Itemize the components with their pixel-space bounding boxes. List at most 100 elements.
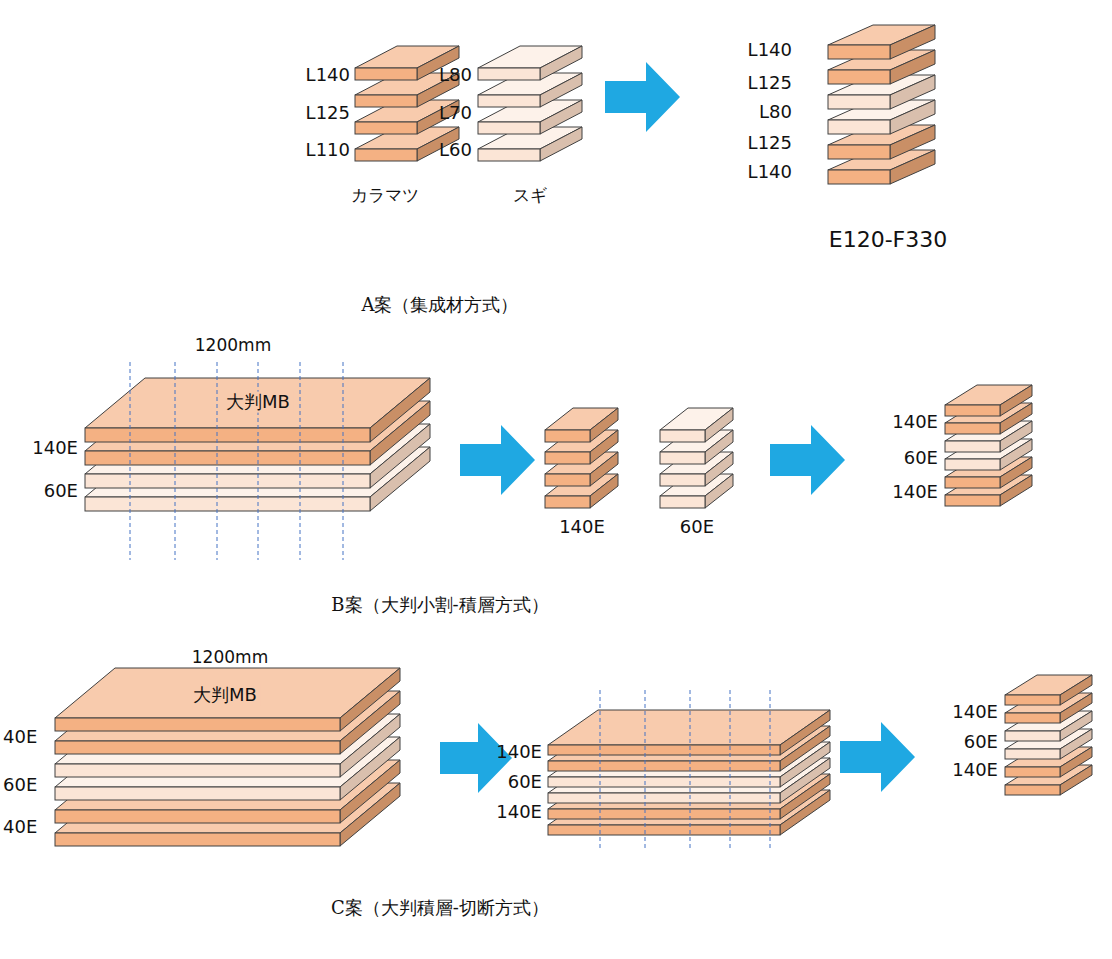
layer-grade: L140 [748, 162, 792, 183]
layer-grade: L80 [759, 102, 792, 123]
layer-grade: 60E [904, 448, 938, 469]
cut-line [130, 362, 131, 560]
layer-grade: 60E [964, 732, 998, 753]
cut-line [730, 690, 731, 850]
board-side [890, 25, 935, 59]
layer-grade: 140E [952, 760, 998, 781]
layer-grade: L110 [306, 140, 350, 161]
layer-grade: 60E [680, 517, 714, 538]
board-front [55, 718, 340, 731]
cut-line [770, 690, 771, 850]
board-side [540, 100, 582, 134]
board-front [548, 809, 780, 819]
layer-grade: L70 [439, 103, 472, 124]
board-side [1060, 675, 1092, 705]
cut-line [217, 362, 218, 560]
layer-grade: L125 [306, 103, 350, 124]
layer-grade: 140E [559, 517, 605, 538]
board-front [85, 497, 370, 511]
board-front [545, 496, 590, 508]
board-front [1005, 731, 1060, 741]
layer-grade: L125 [748, 73, 792, 94]
board-front [1005, 767, 1060, 777]
layer-grade: 140E [496, 802, 542, 823]
board-front [85, 474, 370, 488]
cut-line [343, 362, 344, 560]
board-side [540, 127, 582, 161]
layer-grade: L60 [439, 140, 472, 161]
board-front [945, 459, 1000, 470]
board-front [55, 810, 340, 823]
board-side [705, 408, 733, 442]
cut-line [690, 690, 691, 850]
section-caption: A案（集成材方式） [362, 295, 519, 316]
board-front [545, 474, 590, 486]
process-arrow [840, 722, 915, 792]
layer-grade: 140E [952, 702, 998, 723]
layer-grade: 60E [44, 481, 78, 502]
board-front [660, 430, 705, 442]
layer-grade: 140E [892, 412, 938, 433]
strength-class: E120-F330 [829, 227, 947, 252]
board-front [355, 95, 417, 107]
layer-grade: 140E [892, 482, 938, 503]
board-front [828, 95, 890, 109]
board-front [355, 122, 417, 134]
board-front [1005, 785, 1060, 795]
board-front [660, 474, 705, 486]
board-front [945, 477, 1000, 488]
board-front [945, 441, 1000, 452]
board-front [355, 149, 417, 161]
dimension-label: 1200mm [195, 336, 271, 356]
panel-name: 大判MB [190, 685, 260, 706]
board-front [478, 122, 540, 134]
layer-grade: L80 [439, 65, 472, 86]
board-front [85, 428, 370, 442]
board-front [85, 451, 370, 465]
board-side [340, 668, 400, 731]
process-arrow [605, 62, 680, 132]
board-front [660, 452, 705, 464]
layer-grade: L140 [306, 65, 350, 86]
layer-grade: 40E [3, 727, 37, 748]
board-front [828, 70, 890, 84]
board-front [945, 423, 1000, 434]
layer-grade: 140E [496, 742, 542, 763]
board-front [945, 495, 1000, 506]
board-front [945, 405, 1000, 416]
species-name: カラマツ [351, 186, 419, 206]
board-front [1005, 713, 1060, 723]
board-side [590, 408, 618, 442]
board-front [548, 761, 780, 771]
board-side [1000, 385, 1032, 416]
board-front [478, 68, 540, 80]
board-front [55, 764, 340, 777]
board-front [1005, 695, 1060, 705]
board-side [780, 710, 830, 755]
board-front [660, 496, 705, 508]
board-front [355, 68, 417, 80]
board-front [828, 45, 890, 59]
board-front [545, 452, 590, 464]
layer-grade: L140 [748, 40, 792, 61]
layer-grade: 60E [508, 772, 542, 793]
board-front [828, 120, 890, 134]
section-caption: C案（大判積層-切断方式） [331, 898, 549, 919]
dimension-label: 1200mm [192, 648, 268, 668]
board-front [548, 777, 780, 787]
board-front [548, 745, 780, 755]
process-arrow [770, 425, 845, 495]
board-front [545, 430, 590, 442]
board-front [478, 95, 540, 107]
species-name: スギ [513, 186, 547, 206]
board-side [540, 73, 582, 107]
panel-name: 大判MB [223, 392, 293, 413]
board-front [828, 170, 890, 184]
board-front [828, 145, 890, 159]
layer-grade: 40E [3, 817, 37, 838]
board-front [55, 833, 340, 846]
cut-line [300, 362, 301, 560]
board-front [548, 793, 780, 803]
board-front [548, 825, 780, 835]
cut-line [175, 362, 176, 560]
